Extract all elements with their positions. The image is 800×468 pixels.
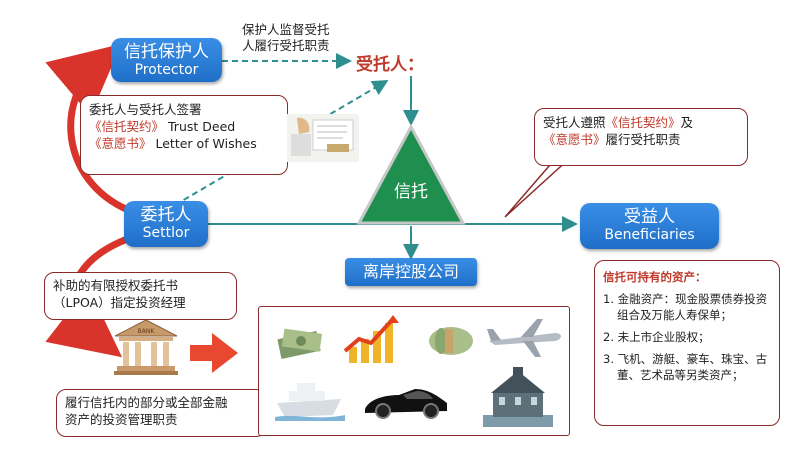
trustee-label[interactable]: 受托人： — [356, 55, 424, 75]
bank-icon: BANK — [114, 319, 178, 375]
protector-note-line2: 人履行受托职责 — [242, 38, 330, 53]
protector-en-label: Protector — [134, 62, 199, 78]
settlor-cn-label: 委托人 — [140, 205, 192, 225]
settlor-note-line2: 《信托契约》 Trust Deed — [89, 119, 236, 134]
protector-note-line1: 保护人监督受托 — [242, 22, 330, 37]
settlor-note-line1: 委托人与受托人签署 — [89, 102, 202, 117]
holding-company-node[interactable]: 离岸控股公司 — [345, 258, 477, 286]
growth-chart-icon — [343, 315, 399, 363]
lpoa-note-line1: 补助的有限授权委托书 — [53, 278, 179, 293]
settlor-en-label: Settlor — [142, 225, 190, 241]
document-signing-icon — [287, 114, 359, 162]
asset-management-note-callout: 履行信托内的部分或全部金融 资产的投资管理职责 — [56, 389, 266, 437]
list-item: 1. 金融资产：现金股票债券投资 组合及万能人寿保单； — [603, 292, 768, 322]
trustee-note-callout: 受托人遵照《信托契约》及 《意愿书》履行受托职责 — [534, 108, 748, 166]
money-roll-icon — [429, 327, 473, 355]
sports-car-icon — [365, 389, 447, 419]
trustee-note-line1: 受托人遵照《信托契约》及 — [543, 115, 694, 130]
money-stack-icon — [277, 328, 323, 359]
asset-illustrations-box — [258, 306, 570, 436]
cruise-ship-icon — [275, 383, 345, 421]
trustee-note-line2: 《意愿书》履行受托职责 — [543, 132, 681, 147]
lpoa-note-callout: 补助的有限授权委托书 （LPOA）指定投资经理 — [44, 272, 237, 320]
asset-management-note-line1: 履行信托内的部分或全部金融 — [65, 395, 228, 410]
settlor-to-protector-curve — [45, 43, 130, 214]
protector-note: 保护人监督受托 人履行受托职责 — [242, 22, 330, 54]
holding-company-label: 离岸控股公司 — [362, 262, 459, 281]
bank-sign-label: BANK — [138, 328, 156, 335]
trustee-note-tail — [504, 157, 571, 218]
trust-label: 信托 — [394, 182, 428, 202]
protector-cn-label: 信托保护人 — [124, 42, 209, 62]
settlor-note-line3: 《意愿书》 Letter of Wishes — [89, 136, 257, 151]
settlor-node[interactable]: 委托人 Settlor — [124, 201, 208, 247]
airplane-icon — [487, 319, 561, 357]
beneficiaries-node[interactable]: 受益人 Beneficiaries — [580, 203, 719, 249]
assets-list: 1. 金融资产：现金股票债券投资 组合及万能人寿保单； 2. 未上市企业股权； … — [603, 291, 771, 383]
trust-node[interactable]: 信托 — [355, 123, 467, 227]
list-item: 2. 未上市企业股权； — [603, 330, 710, 344]
beneficiaries-en-label: Beneficiaries — [604, 227, 695, 243]
assets-list-box: 信托可持有的资产： 1. 金融资产：现金股票债券投资 组合及万能人寿保单； 2.… — [594, 260, 780, 426]
mansion-icon — [483, 367, 553, 427]
beneficiaries-cn-label: 受益人 — [624, 207, 675, 227]
bank-to-assets-arrow — [190, 333, 238, 373]
assets-list-title: 信托可持有的资产： — [603, 270, 707, 284]
lpoa-note-line2: （LPOA）指定投资经理 — [53, 295, 186, 310]
protector-node[interactable]: 信托保护人 Protector — [111, 38, 222, 82]
list-item: 3. 飞机、游艇、豪车、珠宝、古 董、艺术品等另类资产； — [603, 352, 768, 382]
settlor-note-callout: 委托人与受托人签署 《信托契约》 Trust Deed 《意愿书》 Letter… — [80, 95, 288, 175]
asset-management-note-line2: 资产的投资管理职责 — [65, 412, 178, 427]
